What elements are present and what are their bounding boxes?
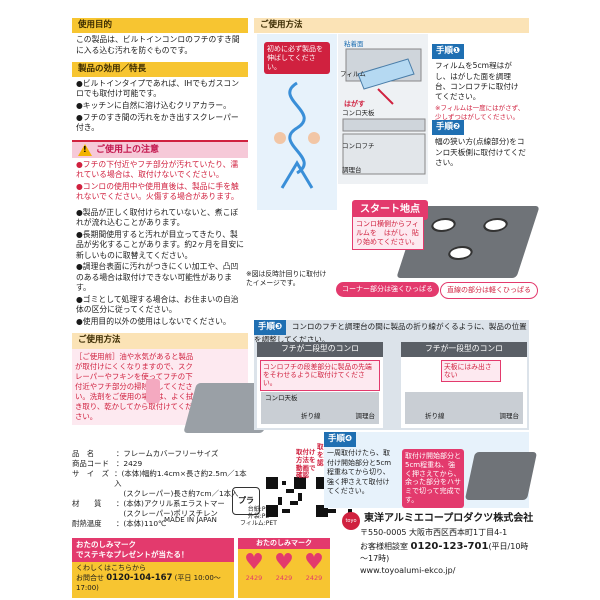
feature-item: ●フチのすき間の汚れをかき出すスクレーパー付き。 xyxy=(76,112,239,133)
panel1-illustration: コンロ天板 折り線 調理台 xyxy=(261,392,379,424)
right-column: ご使用方法 xyxy=(254,18,529,34)
promo-header: おたのしみマーク でステキなプレゼントが当たる！ xyxy=(72,538,234,562)
step1-text: フィルムを5cm程はがし、はがした面を調理台、コンロフチに取付けてください。 xyxy=(435,61,519,102)
spec-row: 商品コード：2429 xyxy=(72,458,143,468)
straight-note: 直線の部分は軽くひっぱる xyxy=(440,282,538,300)
step1-tag: 手順❶ xyxy=(432,44,465,60)
caution-item: ●調理台表面に汚れがつきにくい加工や、凸凹のある場合は取付けできない可能性があり… xyxy=(76,262,239,293)
burner xyxy=(429,218,458,232)
step2-box: 手順❷ 幅の狭い方(点線部分)をコンロ天板側に取付けてください。 xyxy=(432,120,529,171)
film-diagram xyxy=(342,48,426,175)
step1-box: 手順❶ フィルムを5cm程はがし、はがした面を調理台、コンロフチに取付けてくださ… xyxy=(432,44,529,122)
company-name: 東洋アルミエコープロダクツ株式会社 xyxy=(364,513,534,524)
caution-item: ●長期間使用すると汚れが目立ってきたり、製品が劣化することがあります。約2ヶ月を… xyxy=(76,229,244,260)
panel2-note: 天板にはみ出さない xyxy=(441,359,501,383)
fun-mark-title: おたのしみマーク xyxy=(238,538,330,550)
caution-section: ! ご使用上の注意 ●フチの下付近やフチ部分が汚れていたり、濡れている場合は、取… xyxy=(72,139,248,331)
start-badge: スタート地点 xyxy=(352,200,428,220)
caution-item: ●ゴミとして処理する場合は、お住まいの自治体の区分に従ってください。 xyxy=(76,294,239,315)
step1-note: ※フィルムは一度にはがさず、少しずつはがしてください。 xyxy=(435,104,525,122)
features-section: 製品の効用／特長 ●ビルトインタイプであれば、IHでもガスコンロでも取付け可能で… xyxy=(72,61,248,137)
spec-row: 材 質：(本体)アクリル系エラストマー xyxy=(72,498,225,508)
feature-item: ●ビルトインタイプであれば、IHでもガスコンロでも取付け可能です。 xyxy=(76,78,240,99)
film-illustration: 粘着面 フィルム はがす コンロ天板 コンロフチ 調理台 xyxy=(338,34,428,184)
qr-code-icon[interactable] xyxy=(266,477,306,517)
promo-box: おたのしみマーク でステキなプレゼントが当たる！ くわしくはこちらから お問合せ… xyxy=(72,538,234,598)
heart-icon: ♥ xyxy=(304,550,324,576)
warning-icon: ! xyxy=(78,143,92,156)
purpose-body: この製品は、ビルトインコンロのフチのすき間に入る込む汚れを防ぐものです。 xyxy=(76,35,240,55)
panel-one-step: フチが一段型のコンロ 天板にはみ出さない 折り線 調理台 xyxy=(401,342,527,428)
left-column: 使用目的 この製品は、ビルトインコンロのフチのすき間に入る込む汚れを防ぐものです… xyxy=(72,18,277,433)
usage-left-title: ご使用方法 xyxy=(72,333,248,349)
purpose-section: 使用目的 この製品は、ビルトインコンロのフチのすき間に入る込む汚れを防ぐものです… xyxy=(72,18,248,59)
recycle-labels: 台紙:PP 外袋:PE フィルム:PET xyxy=(240,506,277,528)
caution-item-red: ●フチの下付近やフチ部分が汚れていたり、濡れている場合は、取付けないでください。 xyxy=(76,159,239,180)
burner xyxy=(446,246,475,260)
spray-icon xyxy=(146,378,160,403)
caution-item-red: ●コンロの使用中や使用直後は、製品に手を触れないでください。火傷する場合がありま… xyxy=(76,181,239,202)
recycle-icon: プラ xyxy=(232,487,260,515)
heart-icon: ♥ xyxy=(274,550,294,576)
video-label: 取付け方法を動画で確認 xyxy=(296,448,316,480)
start-sub: コンロ横側からフィルムを はがし、貼り始めてください。 xyxy=(352,216,424,251)
panel2-title: フチが一段型のコンロ xyxy=(401,342,527,357)
step3-text: コンロのフチと調理台の間に製品の折り線がくるように、製品の位置を調整してください… xyxy=(254,322,527,345)
purpose-title: 使用目的 xyxy=(72,18,248,34)
spec-row: サ イ ズ：(本体)幅約1.4cm×長さ約2.5m／1本入 xyxy=(72,468,247,488)
company-url[interactable]: www.toyoalumi-ekco.jp/ xyxy=(360,565,456,575)
step4-tag: 手順❹ xyxy=(324,432,357,448)
spec-row: (スクレーパー)ポリスチレン xyxy=(116,508,218,518)
usage-left-text: ［ご使用前］油や水気があると製品が取付けにくくなりますので、スクレーパーやフキン… xyxy=(75,351,194,421)
heart-icon: ♥ xyxy=(244,550,264,576)
step2-tag: 手順❷ xyxy=(432,120,465,136)
step2-text: 幅の狭い方(点線部分)をコンロ天板側に取付けてください。 xyxy=(435,137,526,167)
step3-tag: 手順❸ xyxy=(254,320,287,336)
promo-contact: くわしくはこちらから お問合せ 0120-104-167 (平日 10:00～1… xyxy=(76,563,221,593)
spec-row: 品 名：フレームカバーフリーサイズ xyxy=(72,449,219,458)
company-tel: お客様相談室 0120-123-701(平日/10時～17時) xyxy=(360,541,529,563)
usage-left-body: ［ご使用前］油や水気があると製品が取付けにくくなりますので、スクレーパーやフキン… xyxy=(72,348,277,433)
panel1-note: コンロフチの段差部分に製品の先端をそわせるように取付けてください。 xyxy=(260,359,380,391)
reverse-note: ※図は反時計回りに取付けたイメージです。 xyxy=(246,270,327,288)
spec-row: 耐熱温度：(本体)110℃ xyxy=(72,518,167,528)
features-title: 製品の効用／特長 xyxy=(72,61,248,77)
caution-header: ! ご使用上の注意 xyxy=(72,141,248,158)
stretch-note: 初めに必ず製品を伸ばしてください。 xyxy=(264,42,330,75)
corner-note: コーナー部分は強くひっぱる xyxy=(336,282,439,298)
company-logo-icon: toyo xyxy=(342,512,360,530)
caution-item: ●使用目的以外の使用はしないでください。 xyxy=(76,316,231,326)
panel-two-step: フチが二段型のコンロ コンロフチの段差部分に製品の先端をそわせるように取付けてく… xyxy=(257,342,383,428)
step4-text: 一周取付けたら、取付け開始部分と5cm程重ねてから切り、強く押さえて取付けてくだ… xyxy=(327,449,392,496)
panel1-title: フチが二段型のコンロ xyxy=(257,342,383,357)
burner xyxy=(481,218,510,232)
spec-table: 品 名：フレームカバーフリーサイズ 商品コード：2429 サ イ ズ：(本体)幅… xyxy=(72,449,248,529)
company-info: 東洋アルミエコープロダクツ株式会社 〒550-0005 大阪市西区西本町1丁目4… xyxy=(360,512,536,576)
step4-note: 取付け開始部分と5cm程重ね、強く押さえてから、余った部分をハサミで切って完成で… xyxy=(402,449,464,508)
feature-item: ●キッチンに自然に溶け込むクリアカラー。 xyxy=(76,101,231,110)
made-in-label: MADE IN JAPAN xyxy=(164,516,217,524)
spec-row: (スクレーパー)長さ約7cm／1本入 xyxy=(116,488,239,498)
panel2-illustration: 折り線 調理台 xyxy=(405,392,523,424)
company-address: 〒550-0005 大阪市西区西本町1丁目4-1 xyxy=(360,527,508,537)
usage-left-section: ご使用方法 ［ご使用前］油や水気があると製品が取付けにくくなりますので、スクレー… xyxy=(72,333,277,433)
caution-item: ●製品が正しく取付けられていないと、煮こぼれが流れ込むことがあります。 xyxy=(76,207,239,228)
stove-illustration-small xyxy=(464,452,538,500)
caution-title: ご使用上の注意 xyxy=(96,144,160,155)
fun-mark-strip: おたのしみマーク ♥2429 ♥2429 ♥2429 xyxy=(238,538,330,598)
usage-right-title: ご使用方法 xyxy=(254,18,529,34)
stretch-hands-illustration xyxy=(274,81,320,189)
